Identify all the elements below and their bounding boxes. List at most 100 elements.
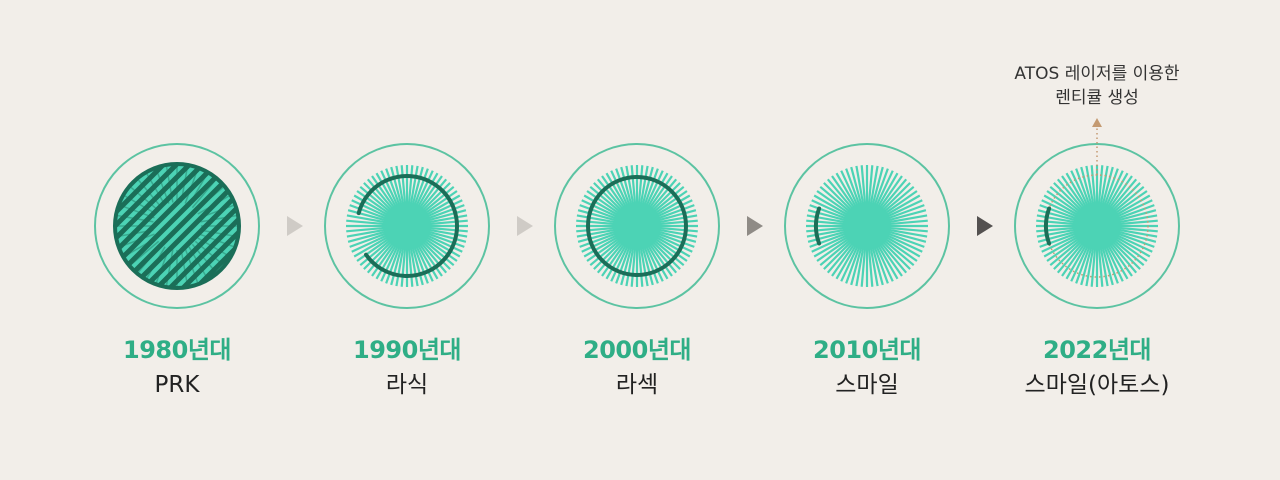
laser-ray — [1115, 204, 1155, 221]
laser-ray — [414, 243, 434, 282]
laser-ray — [654, 199, 693, 219]
laser-ray — [1099, 245, 1109, 287]
laser-ray — [359, 185, 393, 214]
hatch-line — [163, 164, 239, 288]
stage-2-eye-diagram — [324, 143, 490, 309]
atos-annotation: ATOS 레이저를 이용한 렌티큘 생성 — [992, 62, 1202, 110]
laser-ray — [886, 228, 928, 238]
laser-ray — [869, 245, 879, 287]
laser-ray — [346, 214, 388, 224]
laser-ray — [1056, 178, 1085, 212]
laser-ray — [630, 245, 637, 287]
laser-ray — [1085, 245, 1095, 287]
laser-ray — [807, 209, 848, 222]
laser-ray — [874, 170, 894, 209]
laser-ray — [809, 204, 849, 221]
laser-ray — [831, 175, 857, 211]
laser-ray — [1104, 170, 1124, 209]
laser-ray — [650, 182, 681, 213]
laser-ray — [1110, 239, 1141, 270]
laser-ray — [886, 226, 928, 233]
laser-ray — [835, 172, 858, 210]
laser-ray — [346, 228, 388, 238]
laser-ray — [1085, 165, 1095, 207]
hatch-line — [124, 164, 239, 288]
stage-5-rays — [1036, 165, 1158, 287]
laser-ray — [1111, 238, 1145, 267]
laser-ray — [1039, 231, 1079, 248]
laser-ray — [1097, 165, 1104, 207]
laser-ray — [807, 230, 848, 243]
laser-ray — [593, 239, 624, 270]
stage-2-rays — [346, 165, 468, 287]
laser-ray — [579, 204, 619, 221]
laser-ray — [412, 244, 429, 284]
laser-ray — [656, 230, 697, 243]
laser-ray — [1053, 182, 1084, 213]
laser-ray — [349, 231, 389, 248]
laser-ray — [826, 178, 855, 212]
laser-ray — [1049, 238, 1083, 267]
laser-ray — [601, 241, 627, 277]
laser-ray — [1102, 244, 1119, 284]
laser-ray — [1097, 245, 1104, 287]
laser-ray — [346, 226, 388, 233]
laser-ray — [395, 245, 405, 287]
laser-ray — [826, 240, 855, 274]
laser-ray — [615, 168, 632, 208]
laser-ray — [651, 185, 685, 214]
stage-1-technique: PRK — [154, 372, 200, 398]
laser-ray — [425, 204, 465, 221]
laser-ray — [816, 190, 852, 216]
laser-ray — [375, 172, 398, 210]
laser-ray — [576, 226, 618, 233]
laser-ray — [806, 214, 848, 224]
laser-ray — [625, 245, 635, 287]
laser-ray — [883, 235, 921, 258]
hatch-line — [150, 164, 239, 288]
laser-ray — [1101, 166, 1114, 207]
laser-ray — [356, 190, 392, 216]
laser-ray — [409, 245, 419, 287]
laser-ray — [882, 190, 918, 216]
hatch-line — [115, 164, 184, 288]
laser-ray — [1106, 172, 1129, 210]
hatch-line — [115, 164, 210, 288]
laser-ray — [881, 238, 915, 267]
laser-ray — [581, 233, 620, 253]
laser-ray — [1036, 219, 1078, 226]
laser-ray — [655, 204, 695, 221]
laser-ray — [424, 233, 463, 253]
laser-ray — [425, 231, 465, 248]
laser-ray — [1101, 245, 1114, 286]
laser-ray — [646, 172, 669, 210]
laser-ray — [420, 239, 451, 270]
laser-ray — [639, 165, 649, 207]
laser-ray — [416, 172, 439, 210]
laser-ray — [353, 235, 391, 258]
laser-ray — [649, 240, 678, 274]
laser-ray — [1061, 241, 1087, 277]
laser-ray — [886, 214, 928, 224]
laser-ray — [347, 230, 388, 243]
laser-ray — [390, 245, 403, 286]
laser-ray — [349, 204, 389, 221]
laser-ray — [886, 209, 927, 222]
laser-ray — [351, 199, 390, 219]
laser-ray — [586, 236, 622, 262]
laser-ray — [867, 245, 874, 287]
laser-ray — [806, 226, 848, 233]
laser-ray — [417, 241, 443, 277]
laser-ray — [375, 242, 398, 280]
annotation-line-2: 렌티큘 생성 — [1055, 88, 1139, 108]
stage-2-caption: 1990년대 라식 — [297, 334, 517, 402]
laser-ray — [610, 170, 630, 209]
laser-ray — [1090, 245, 1097, 287]
laser-ray — [637, 165, 644, 207]
laser-ray — [589, 185, 623, 214]
laser-ray — [879, 178, 908, 212]
laser-ray — [579, 231, 619, 248]
laser-ray — [653, 194, 691, 217]
laser-ray — [589, 238, 623, 267]
laser-ray — [1116, 230, 1157, 243]
